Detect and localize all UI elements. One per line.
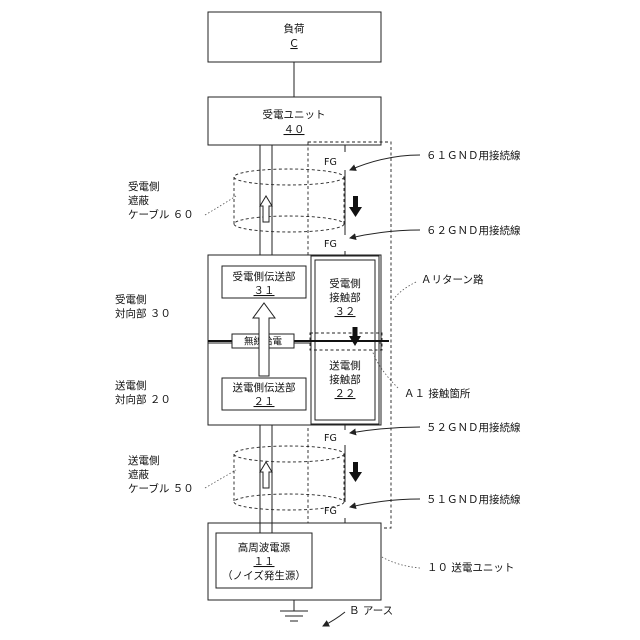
gnd51-label: ５１ＧＮＤ用接続線	[426, 493, 521, 506]
load-code: C	[290, 38, 297, 50]
tx-shield-cylinder	[234, 446, 344, 510]
gnd52-label: ５２ＧＮＤ用接続線	[426, 421, 521, 434]
rx-transmission-box: 受電側伝送部 ３１	[222, 266, 306, 298]
receiving-unit-code: ４０	[284, 124, 305, 136]
rx-upward-arrow-icon	[260, 196, 272, 222]
fg-label-52: FG	[324, 433, 337, 444]
svg-text:送電側: 送電側	[128, 454, 160, 467]
load-title: 負荷	[284, 23, 305, 35]
svg-text:遮蔽: 遮蔽	[128, 194, 149, 207]
return-path-label: Ａリターン路	[421, 273, 484, 286]
tx-transmission-box: 送電側伝送部 ２１	[222, 378, 306, 410]
tx-cable-label: 送電側 遮蔽 ケーブル ５０	[128, 454, 194, 495]
hf-source-box: 高周波電源 １１ （ノイズ発生源）	[216, 533, 312, 588]
rx-transmission-code: ３１	[254, 285, 275, 297]
load-box: 負荷 C	[208, 12, 381, 62]
rx-contact-line1: 受電側	[329, 277, 361, 290]
tx-transmission-code: ２１	[254, 396, 275, 408]
fg-label-62: FG	[324, 239, 337, 250]
tx-contact-line2: 接触部	[329, 373, 361, 386]
gnd62-leader	[350, 230, 420, 238]
rx-contact-line2: 接触部	[329, 291, 361, 304]
tx-contact-code: ２２	[335, 388, 356, 400]
rx-transmission-title: 受電側伝送部	[233, 270, 296, 283]
contact-point-label: Ａ１ 接触箇所	[404, 387, 471, 400]
tx-return-arrow-icon	[349, 462, 362, 482]
rx-cable-label: 受電側 遮蔽 ケーブル ６０	[128, 180, 194, 221]
rx-return-arrow-icon	[349, 196, 362, 217]
gnd61-leader	[350, 155, 420, 170]
gnd51-leader	[350, 499, 420, 507]
earth-ground-icon	[280, 600, 308, 621]
tx-contact-line1: 送電側	[329, 359, 361, 372]
hf-source-code: １１	[254, 556, 275, 568]
rx-shield-cylinder	[234, 169, 344, 232]
svg-text:遮蔽: 遮蔽	[128, 468, 149, 481]
receiving-unit-box: 受電ユニット ４０	[208, 97, 381, 145]
tx-facing-label: 送電側 対向部 ２０	[115, 379, 171, 406]
rx-contact-code: ３２	[335, 306, 356, 318]
svg-text:対向部 ２０: 対向部 ２０	[115, 393, 171, 406]
fg-label-61: FG	[324, 157, 337, 168]
tx-unit-label: １０ 送電ユニット	[427, 561, 514, 574]
rx-facing-label: 受電側 対向部 ３０	[115, 293, 171, 320]
svg-text:受電側: 受電側	[128, 180, 160, 193]
svg-text:ケーブル ５０: ケーブル ５０	[128, 482, 194, 495]
tx-upward-arrow-icon	[260, 462, 272, 488]
hf-source-title: 高周波電源	[238, 541, 291, 554]
earth-leader	[323, 612, 345, 626]
receiving-unit-title: 受電ユニット	[263, 109, 326, 121]
svg-text:送電側: 送電側	[115, 379, 147, 392]
svg-text:ケーブル ６０: ケーブル ６０	[128, 208, 194, 221]
tx-transmission-title: 送電側伝送部	[233, 381, 296, 394]
earth-label: Ｂ アース	[349, 605, 393, 617]
hf-source-note: （ノイズ発生源）	[222, 569, 306, 582]
gnd62-label: ６２ＧＮＤ用接続線	[426, 224, 521, 237]
gnd52-leader	[350, 427, 420, 433]
gnd61-label: ６１ＧＮＤ用接続線	[426, 149, 521, 162]
svg-text:対向部 ３０: 対向部 ３０	[115, 307, 171, 320]
svg-text:受電側: 受電側	[115, 293, 147, 306]
fg-label-51: FG	[324, 506, 337, 517]
